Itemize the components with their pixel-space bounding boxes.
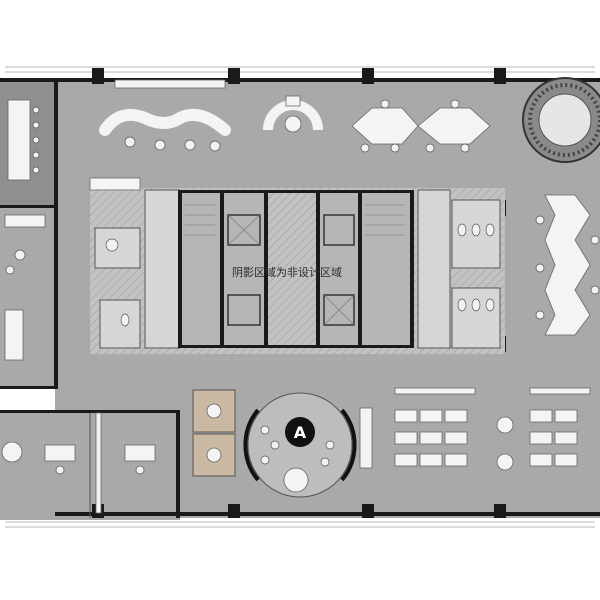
round-feature-room [522,77,600,163]
core-walls [144,189,451,349]
lower-left-offices [1,412,156,518]
circular-booth [263,95,323,133]
left-lounge [4,214,46,361]
stair-icon [185,204,405,236]
lower-right-desk-rows [359,387,591,471]
left-middle-room [0,208,58,388]
lounge-sofa-cluster [99,79,231,152]
elevator-icon [227,214,355,326]
left-core-toilets [94,227,141,349]
zone-marker-circle [285,417,315,447]
zone-marker-label: A [294,423,307,442]
toilet-icon [451,199,501,349]
right-organic-workstations [535,194,600,336]
left-meeting-table [7,99,40,181]
bottom-dimension-strip [5,521,595,528]
hex-workstation-cluster [351,99,491,153]
reception-counter [89,177,141,191]
meeting-pods [192,389,236,477]
non-design-area-label: 阴影区域为非设计区域 [232,266,342,279]
